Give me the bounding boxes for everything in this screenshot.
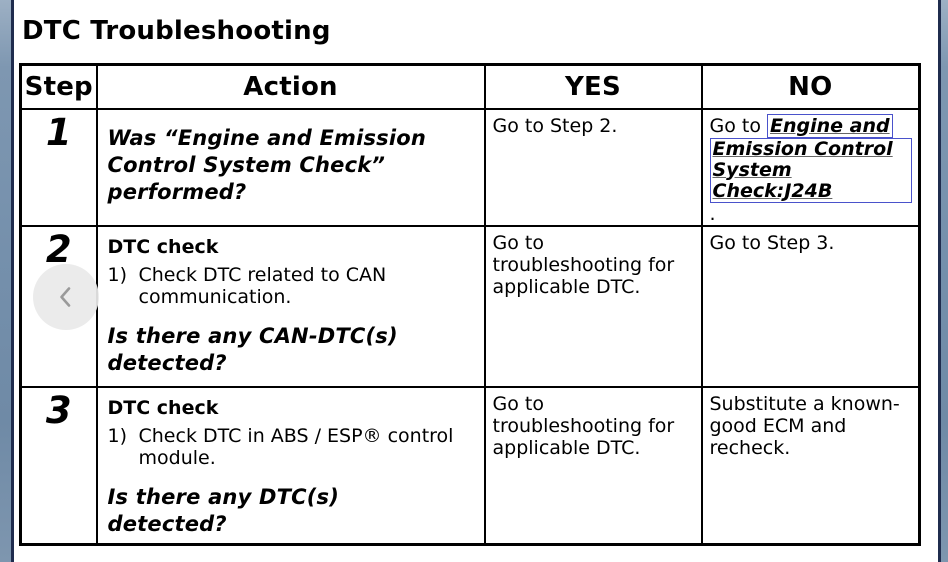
no-text-prefix: Go to: [709, 114, 768, 137]
dtc-troubleshooting-table: Step Action YES NO 1 Was “Engine and Emi…: [19, 63, 921, 546]
header-action: Action: [95, 63, 486, 110]
step-number: 3: [45, 388, 72, 432]
chevron-left-icon: [52, 283, 80, 311]
action-title: DTC check: [107, 235, 219, 258]
window-frame-left-edge: [11, 0, 14, 562]
list-item-text: Check DTC in ABS / ESP® control module.: [138, 424, 454, 469]
table-header-row: Step Action YES NO: [19, 63, 921, 110]
document-page: DTC Troubleshooting Step Action YES NO 1…: [19, 0, 921, 546]
table-row: 2 DTC check 1) Check DTC related to CAN …: [19, 224, 921, 388]
no-cell-text: Substitute a known- good ECM and recheck…: [709, 392, 900, 459]
step-number: 2: [45, 227, 72, 271]
table-row: 3 DTC check 1) Check DTC in ABS / ESP® c…: [19, 385, 921, 546]
yes-cell-text: Go to troubleshooting for applicable DTC…: [492, 231, 675, 298]
previous-page-button[interactable]: [33, 264, 99, 330]
list-item-text: Check DTC related to CAN communication.: [138, 263, 387, 308]
action-question: Was “Engine and Emission Control System …: [107, 125, 427, 204]
action-title: DTC check: [107, 396, 219, 419]
action-step-item: 1) Check DTC related to CAN communicatio…: [108, 264, 474, 308]
yes-cell-text: Go to troubleshooting for applicable DTC…: [492, 392, 675, 459]
window-frame-right: [941, 0, 948, 562]
action-question: Is there any CAN-DTC(s) detected?: [107, 323, 398, 375]
action-question: Is there any DTC(s) detected?: [107, 484, 340, 536]
link-line-1[interactable]: Engine and: [767, 113, 893, 138]
action-step-item: 1) Check DTC in ABS / ESP® control modul…: [108, 425, 474, 469]
step-number: 1: [45, 110, 72, 154]
window-frame-right-edge: [938, 0, 941, 562]
window-frame-left: [0, 0, 11, 562]
list-marker: 1): [107, 424, 128, 447]
header-step: Step: [19, 63, 98, 110]
no-text-suffix: .: [709, 202, 716, 225]
header-no: NO: [700, 63, 921, 110]
no-cell-text: Go to Step 3.: [709, 231, 835, 254]
table-row: 1 Was “Engine and Emission Control Syste…: [19, 107, 921, 227]
yes-cell-text: Go to Step 2.: [492, 114, 618, 137]
list-marker: 1): [107, 263, 128, 286]
page-title: DTC Troubleshooting: [22, 16, 331, 46]
header-yes: YES: [483, 63, 703, 110]
